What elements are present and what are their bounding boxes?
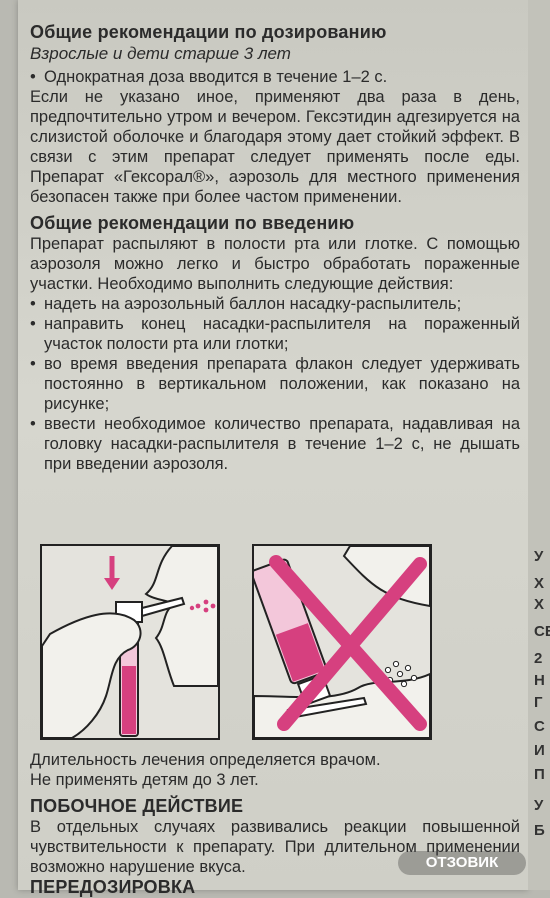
- edge-char: 2: [534, 650, 543, 667]
- overdose-heading: ПЕРЕДОЗИРОВКА: [30, 877, 196, 897]
- administration-heading: Общие рекомендации по введению: [30, 213, 355, 233]
- dosage-section: Общие рекомендации по дозированию Взросл…: [30, 22, 520, 474]
- administration-steps: надеть на аэрозольный баллон насадку-рас…: [30, 294, 520, 474]
- dosage-subheading: Взрослые и дети старше 3 лет: [30, 44, 291, 63]
- administration-step: во время введения препарата флакон следу…: [30, 354, 520, 414]
- side-effects-heading: ПОБОЧНОЕ ДЕЙСТВИЕ: [30, 796, 244, 816]
- dosage-bullet: Однократная доза вводится в течение 1–2 …: [30, 67, 520, 87]
- administration-step: направить конец насадки-распылителя на п…: [30, 314, 520, 354]
- edge-char: Х: [534, 575, 545, 592]
- lower-section: Длительность лечения определяется врачом…: [30, 750, 520, 898]
- illustrations: [40, 544, 432, 740]
- dosage-heading: Общие рекомендации по дозированию: [30, 22, 387, 42]
- administration-intro: Препарат распыляют в полости рта или гло…: [30, 235, 520, 293]
- edge-char: Г: [534, 694, 543, 711]
- side-effects-body: В отдельных случаях развивались реакции …: [30, 818, 520, 876]
- treatment-duration: Длительность лечения определяется врачом…: [30, 751, 381, 769]
- administration-step: надеть на аэрозольный баллон насадку-рас…: [30, 294, 520, 314]
- dosage-body: Если не указано иное, применяют два раза…: [30, 88, 520, 206]
- age-restriction: Не применять детям до 3 лет.: [30, 771, 259, 789]
- incorrect-use-illustration: [250, 545, 431, 739]
- correct-use-illustration: [41, 545, 219, 739]
- edge-char: У: [534, 797, 544, 814]
- incorrect-use-figure: [250, 544, 432, 740]
- edge-char: С: [534, 718, 545, 735]
- edge-char: П: [534, 766, 545, 783]
- edge-char: Б: [534, 822, 545, 839]
- administration-step: ввести необходимое количество препарата,…: [30, 414, 520, 474]
- watermark-text: ОТЗОВИК: [425, 854, 499, 871]
- edge-char: Н: [534, 672, 545, 689]
- edge-char: И: [534, 742, 545, 759]
- edge-char: У: [534, 548, 544, 565]
- cross-mark: [277, 557, 427, 731]
- watermark-logo: ОТЗОВИК: [398, 851, 526, 875]
- edge-char: Х: [534, 596, 545, 613]
- edge-char: СЕ: [534, 623, 550, 640]
- adjacent-page-edge: У Х Х СЕ 2 Н Г С И П У Б: [528, 0, 550, 890]
- correct-use-figure: [40, 544, 220, 740]
- dosage-bullets: Однократная доза вводится в течение 1–2 …: [30, 67, 520, 87]
